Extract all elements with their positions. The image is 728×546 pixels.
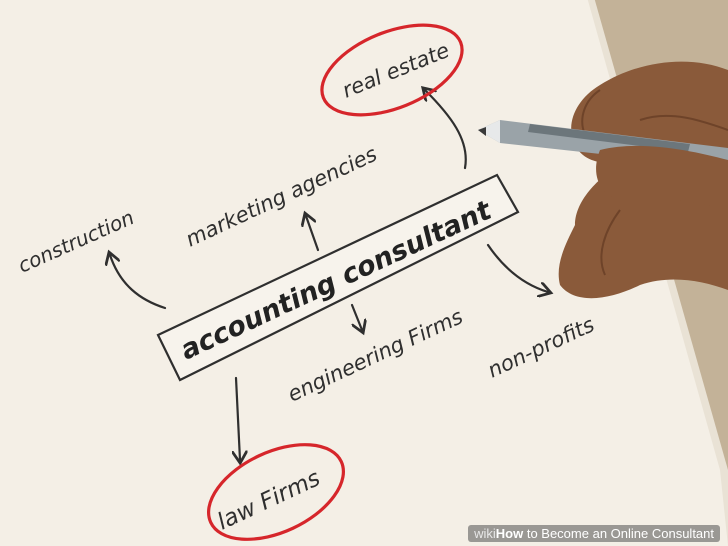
- arrow-to-marketing: [306, 216, 320, 252]
- central-box: [156, 173, 520, 382]
- arrow-to-real-estate: [425, 90, 467, 170]
- watermark-suffix: to Become an Online Consultant: [523, 526, 714, 541]
- circle-law-firms: [206, 443, 346, 541]
- highlight-circles: [206, 23, 464, 541]
- circle-real-estate: [320, 23, 464, 117]
- arrow-to-construction: [110, 255, 167, 310]
- watermark-prefix: wiki: [474, 526, 496, 541]
- watermark: wikiHow to Become an Online Consultant: [468, 525, 720, 542]
- arrow-to-engineering: [350, 303, 362, 330]
- diagram-arrows: [110, 90, 548, 460]
- arrow-to-non-profits: [486, 243, 548, 292]
- watermark-bold: How: [495, 526, 524, 541]
- arrow-to-law-firms: [236, 376, 240, 460]
